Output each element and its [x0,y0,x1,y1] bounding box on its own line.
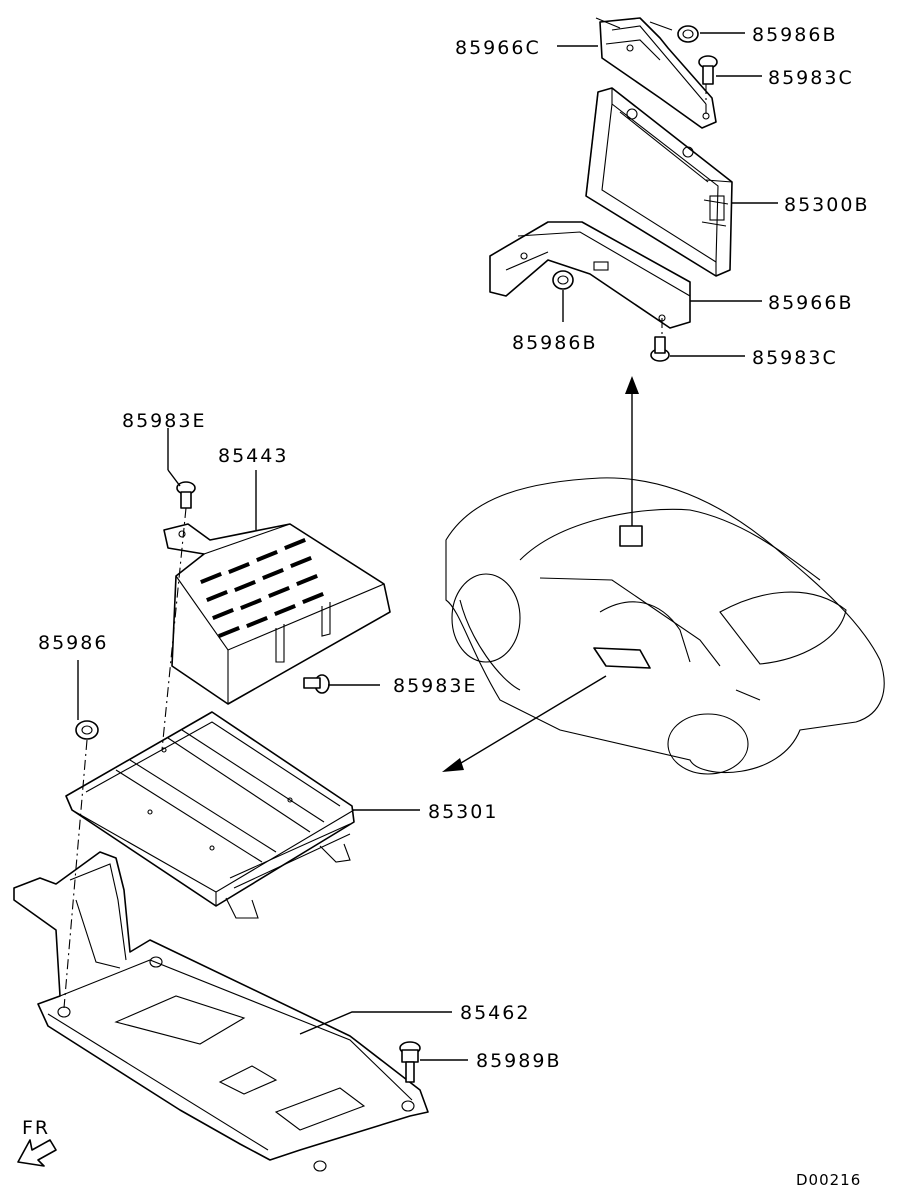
callout-85986: 85986 [38,632,108,654]
arrow-to-amplifier [442,675,607,772]
callout-85983C-top: 85983C [768,67,854,89]
callout-85462: 85462 [460,1002,530,1024]
nut-85986 [75,720,99,740]
bolt-85989B [399,1041,421,1083]
front-direction-arrow [17,1139,57,1167]
arrow-up-to-ecu [625,376,639,526]
cover-85443 [163,523,391,705]
callout-85300B: 85300B [784,194,869,216]
callout-85301: 85301 [428,801,498,823]
callout-85989B: 85989B [476,1050,561,1072]
callout-85986B-top: 85986B [752,24,837,46]
amplifier-85301 [65,711,355,919]
callout-85983C-mid: 85983C [752,347,838,369]
nut-85986B-top [677,25,699,43]
callout-85966C: 85966C [455,37,541,59]
figure-code: D00216 [796,1171,861,1187]
lower-bracket-85966B [489,221,691,329]
upper-bracket-85966C [595,17,717,129]
callout-85443: 85443 [218,445,288,467]
callout-85966B: 85966B [768,292,853,314]
bolt-85983C-mid [650,336,670,362]
ecu-85300B [585,87,733,277]
bolt-85983C-top [698,55,718,85]
nut-85986B-mid [552,270,574,290]
vent-slots [200,538,324,638]
tray-85462 [13,851,429,1172]
callout-85986B-mid: 85986B [512,332,597,354]
bolt-85983E-side [303,674,330,694]
front-direction-label: FR [22,1117,50,1139]
callout-85983E-side: 85983E [393,675,477,697]
bolt-85983E-top [176,481,196,509]
vehicle-outline [445,477,885,775]
callout-85983E-top: 85983E [122,410,206,432]
